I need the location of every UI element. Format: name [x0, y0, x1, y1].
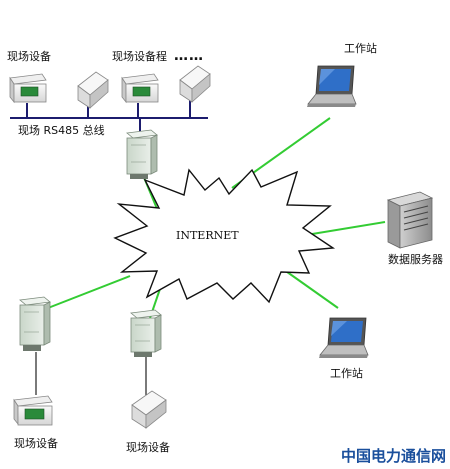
label-workstation-bottom: 工作站 — [330, 367, 363, 380]
label-workstation-top: 工作站 — [344, 42, 377, 55]
laptop-workstation-bottom — [319, 317, 369, 358]
label-data-server: 数据服务器 — [388, 253, 443, 266]
field-device-box-top-1 — [77, 71, 109, 109]
watermark-text: 中国电力通信网 — [340, 447, 446, 465]
serial-converter-bottom-mid — [130, 309, 162, 357]
serial-converter-bottom-left — [19, 296, 51, 351]
field-device-meter-bottom-left — [13, 395, 53, 426]
device-cables — [35, 350, 147, 395]
label-internet: INTERNET — [176, 229, 239, 242]
label-field-device-top-left: 现场设备 — [7, 50, 51, 63]
field-device-box-top-2 — [179, 65, 211, 103]
label-field-device-bottom-mid: 现场设备 — [126, 441, 170, 454]
laptop-workstation-top — [307, 65, 357, 107]
label-ellipsis: …… — [174, 48, 204, 64]
label-field-device-bottom-left: 现场设备 — [14, 437, 58, 450]
field-device-box-bottom-mid — [131, 390, 167, 429]
label-field-device-top-mid: 现场设备程 — [112, 50, 167, 63]
link-converter-bottom-left — [47, 275, 131, 309]
field-device-meter-top-left — [9, 73, 47, 104]
serial-converter-top — [126, 129, 158, 179]
internet-cloud — [113, 168, 336, 304]
label-rs485-bus: 现场 RS485 总线 — [18, 124, 105, 137]
field-device-meter-top-mid — [121, 73, 159, 104]
data-server-icon — [386, 191, 434, 249]
link-server — [299, 221, 386, 237]
